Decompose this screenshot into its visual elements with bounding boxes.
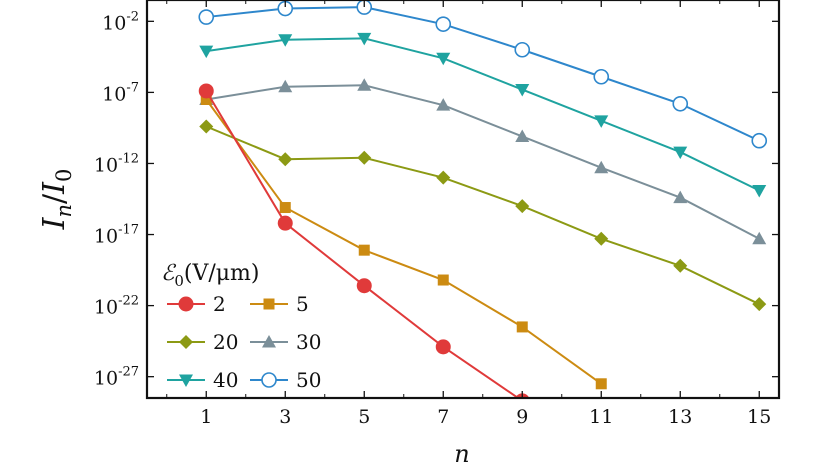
series-5	[200, 94, 607, 390]
data-point-50-7	[435, 16, 452, 32]
legend-item-20: 20	[167, 330, 238, 354]
data-point-5-1	[200, 94, 212, 105]
x-tick-label: 5	[358, 406, 370, 428]
data-point-20-5	[357, 150, 372, 165]
data-point-20-11	[594, 231, 609, 246]
legend-label-30: 30	[296, 330, 321, 354]
series-20	[199, 119, 767, 312]
x-tick-label: 11	[589, 406, 613, 428]
y-axis-label-slash: /	[37, 193, 72, 204]
data-point-20-3	[278, 152, 293, 167]
y-tick-label: 10-12	[94, 151, 139, 176]
series-50	[198, 0, 768, 149]
data-point-50-9	[514, 41, 531, 58]
series-line-5	[205, 98, 602, 385]
legend-label-50: 50	[296, 368, 321, 392]
data-point-30-9	[515, 129, 530, 142]
data-point-40-15	[752, 184, 767, 198]
data-point-20-1	[199, 119, 214, 134]
data-point-20-9	[515, 199, 530, 214]
legend-item-30: 30	[250, 330, 321, 354]
legend-title-symbol: ℰ	[161, 261, 177, 286]
legend-label-20: 20	[213, 330, 238, 354]
y-tick-label: 10-27	[94, 365, 139, 390]
series-line-20	[205, 125, 760, 306]
legend-label-5: 5	[296, 292, 309, 316]
data-point-40-1	[199, 45, 214, 59]
y-axis-label-sub-n: n	[52, 204, 76, 218]
legend-marker-5	[263, 298, 275, 310]
x-tick-label: 9	[516, 406, 528, 428]
x-axis-label: n	[454, 440, 469, 466]
data-point-2-3	[277, 215, 293, 231]
series-line-40	[206, 37, 760, 192]
data-point-30-7	[436, 98, 451, 111]
data-point-50-1	[198, 9, 215, 25]
data-point-30-5	[357, 78, 372, 91]
series-40	[199, 32, 767, 198]
data-point-5-3	[279, 202, 291, 214]
data-point-5-11	[595, 378, 607, 390]
data-point-5-5	[358, 244, 370, 256]
data-point-5-7	[437, 274, 449, 286]
legend-title-units: (V/μm)	[184, 261, 260, 286]
legend-label-40: 40	[213, 368, 238, 392]
x-tick-label: 13	[668, 406, 692, 428]
legend-label-2: 2	[213, 292, 226, 316]
svg-text:In/I0: In/I0	[37, 169, 76, 231]
legend-title-sub: 0	[174, 272, 184, 290]
legend-item-5: 5	[250, 292, 309, 316]
y-tick-label: 10-7	[102, 80, 139, 105]
data-point-40-7	[436, 52, 451, 66]
data-point-2-1	[198, 83, 214, 99]
data-point-2-5	[356, 278, 372, 294]
plot-frame	[145, 0, 781, 400]
data-point-40-9	[515, 84, 530, 97]
y-axis-label: In/I0	[37, 169, 76, 231]
data-point-2-7	[435, 339, 451, 355]
legend-marker-40	[179, 374, 193, 387]
data-point-30-11	[594, 160, 609, 174]
y-tick-label: 10-2	[102, 9, 139, 34]
x-tick-label: 15	[747, 406, 771, 428]
legend-title: ℰ0(V/μm)	[161, 261, 260, 290]
data-point-20-13	[673, 258, 688, 273]
data-point-30-15	[752, 231, 767, 245]
data-point-50-13	[672, 95, 689, 112]
y-axis-label-main: I	[37, 216, 72, 230]
data-point-40-13	[673, 146, 688, 160]
data-point-50-15	[751, 132, 768, 149]
data-point-20-7	[436, 170, 451, 185]
legend-item-2: 2	[167, 292, 226, 316]
legend-marker-30	[262, 335, 276, 348]
legend-item-50: 50	[250, 368, 321, 392]
legend-marker-20	[179, 335, 193, 349]
data-point-40-5	[357, 32, 372, 46]
series-line-50	[206, 6, 760, 142]
data-point-40-11	[594, 115, 609, 128]
data-point-5-9	[516, 321, 528, 333]
series-line-30	[206, 84, 760, 240]
legend-marker-2	[178, 296, 194, 312]
data-point-20-15	[752, 297, 767, 312]
data-point-30-13	[673, 190, 688, 204]
legend-item-40: 40	[167, 368, 238, 392]
series-2	[198, 83, 530, 398]
y-tick-label: 10-22	[94, 294, 139, 319]
legend-marker-50	[261, 372, 277, 388]
x-tick-label: 1	[200, 406, 212, 428]
x-tick-label: 7	[437, 406, 449, 428]
data-point-30-3	[278, 79, 293, 93]
y-axis-label-main-2: I	[37, 181, 72, 195]
y-axis-label-sub-0: 0	[52, 169, 76, 182]
legend: ℰ0(V/μm) 2 5 20 30 40 50	[161, 261, 321, 392]
data-point-40-3	[278, 34, 293, 47]
x-tick-label: 3	[279, 406, 291, 428]
y-tick-label: 10-17	[94, 223, 139, 248]
plot-area	[198, 0, 768, 398]
data-point-50-11	[593, 68, 610, 85]
